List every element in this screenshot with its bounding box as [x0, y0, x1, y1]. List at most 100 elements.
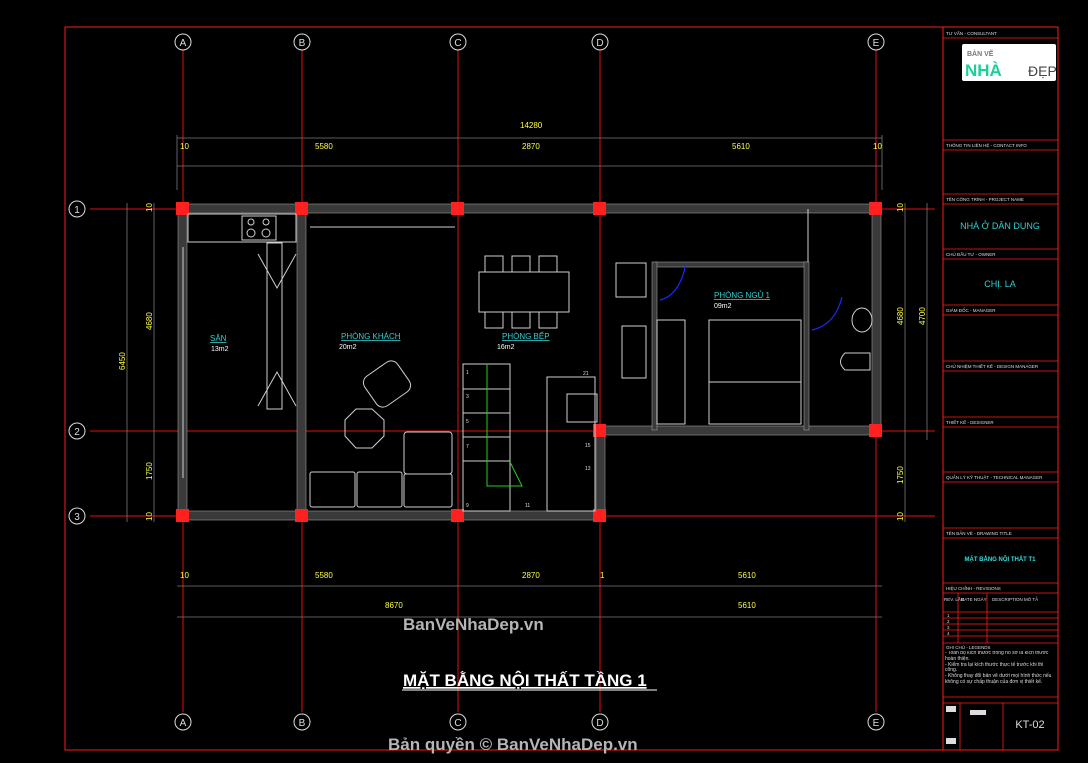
dimensions-top: 14280 10 5580 2870 5610 10	[176, 121, 882, 190]
dim-text: 2870	[522, 142, 540, 151]
dim-total: 14280	[520, 121, 543, 130]
axis-bubbles-bottom: A B C D E	[174, 713, 885, 731]
dim-text: 1750	[896, 466, 905, 484]
stair-number: 7	[466, 444, 469, 450]
door-swing	[811, 296, 843, 331]
axis-label: 1	[74, 205, 80, 216]
dim-text: 4680	[896, 307, 905, 325]
room-area: 16m2	[497, 344, 515, 351]
axis-label: C	[454, 38, 461, 49]
furniture	[182, 209, 873, 512]
owner-value: CHỊ. LA	[984, 279, 1016, 289]
dim-text: 10	[896, 203, 905, 212]
rev-row: 2	[947, 619, 950, 624]
watermark-copyright: Bản quyền © BanVeNhaDep.vn	[388, 735, 638, 754]
room-name: PHÒNG BẾP	[502, 331, 550, 341]
dim-text: 4700	[918, 307, 927, 325]
dim-text: 10	[145, 512, 154, 521]
stair-number: 13	[585, 466, 591, 472]
stair-number: 5	[466, 419, 469, 425]
legend-line: - Toàn bộ kích thước trong hồ sơ là kích…	[945, 651, 1049, 662]
room-labels: SÂN 13m2 PHÒNG KHÁCH 20m2 PHÒNG BẾP 16m2…	[210, 291, 771, 353]
legend-line: - Kiểm tra lại kích thước thực tế trước …	[945, 661, 1044, 674]
rev-row: 1	[947, 613, 950, 618]
rev-row: 3	[947, 625, 950, 630]
consultant-label: TƯ VẤN - CONSULTANT	[946, 30, 997, 36]
rev-header: DESCRIPTION MÔ TẢ	[992, 596, 1038, 602]
axis-label: B	[299, 38, 306, 49]
logo-text: BẢN VẼ	[967, 49, 994, 58]
axis-label: D	[596, 38, 603, 49]
stair-number: 3	[466, 394, 469, 400]
dim-text: 5610	[738, 601, 756, 610]
axis-label: E	[873, 38, 880, 49]
axis-bubbles-left: 1 2 3	[68, 200, 86, 525]
door-swing	[659, 262, 687, 301]
dim-text: 8670	[385, 601, 403, 610]
project-label: TÊN CÔNG TRÌNH - PROJECT NAME	[946, 195, 1024, 202]
dimensions-left: 6450 10 4680 1750 10	[118, 203, 155, 522]
owner-label: CHỦ ĐẦU TƯ - OWNER	[946, 251, 996, 257]
dim-text: 10	[896, 512, 905, 521]
stair-numbers: 1 3 5 7 9 11 13 15 21	[466, 370, 591, 509]
dim-text: 10	[873, 142, 882, 151]
logo-text: NHÀ	[965, 61, 1002, 80]
room-area: 13m2	[211, 346, 229, 353]
room-area: 09m2	[714, 303, 732, 310]
project-value: NHÀ Ở DÂN DỤNG	[960, 220, 1040, 231]
stair-number: 21	[583, 371, 589, 377]
axis-label: 3	[74, 512, 80, 523]
legend-label: GHI CHÚ - LEGENDS	[946, 644, 991, 650]
designer-label: THIẾT KẾ - DESIGNER	[946, 419, 994, 425]
dim-text: 1	[600, 571, 605, 580]
axis-label: C	[454, 718, 461, 729]
rev-row: 4	[947, 631, 950, 636]
room-name: SÂN	[210, 334, 227, 343]
axis-label: E	[873, 718, 880, 729]
watermark: BanVeNhaDep.vn	[403, 615, 544, 634]
room-name: PHÒNG NGỦ 1	[714, 291, 771, 300]
dimensions-right: 10 4680 4700 1750 10	[896, 203, 928, 522]
stair-path	[486, 364, 523, 487]
room-area: 20m2	[339, 344, 357, 351]
dim-text: 5610	[732, 142, 750, 151]
dim-text: 10	[180, 571, 189, 580]
contact-label: THÔNG TIN LIÊN HỆ - CONTACT INFO	[946, 141, 1027, 148]
stair-number: 11	[525, 503, 530, 509]
dim-text: 4680	[145, 312, 154, 330]
stair-number: 15	[585, 443, 591, 449]
title-block: TƯ VẤN - CONSULTANT BẢN VẼ NHÀ ĐẸP THÔNG…	[942, 26, 1059, 751]
room-name: PHÒNG KHÁCH	[341, 332, 401, 341]
rev-header: DATE NGÀY	[961, 596, 987, 602]
dim-text: 6450	[118, 352, 127, 370]
stair-number: 9	[466, 503, 469, 509]
walls	[177, 203, 882, 521]
legend-notes: - Toàn bộ kích thước trong hồ sơ là kích…	[945, 651, 1052, 685]
revision-label: HIỆU CHỈNH - REVISIONS	[946, 584, 1001, 591]
dim-text: 5580	[315, 142, 333, 151]
dimensions-bottom: 10 5580 2870 1 5610 8670 5610	[177, 571, 882, 618]
dim-text: 5580	[315, 571, 333, 580]
axis-label: A	[180, 38, 187, 49]
drawing-title-value: MẶT BẰNG NỘI THẤT T1	[965, 555, 1037, 563]
dim-text: 2870	[522, 571, 540, 580]
dim-text: 5610	[738, 571, 756, 580]
drawing-frame	[64, 26, 1059, 751]
logo: BẢN VẼ NHÀ ĐẸP	[962, 44, 1057, 81]
columns	[176, 202, 882, 522]
dim-text: 10	[145, 203, 154, 212]
manager-label: GIÁM ĐỐC - MANAGER	[946, 307, 996, 313]
design-manager-label: CHỦ NHIỆM THIẾT KẾ - DESIGN MANAGER	[946, 362, 1039, 369]
dim-text: 1750	[145, 462, 154, 480]
axis-label: 2	[74, 427, 80, 438]
legend-line: - Không thay đổi bản vẽ dưới mọi hình th…	[945, 673, 1052, 685]
drawing-title: MẶT BẰNG NỘI THẤT TẦNG 1	[403, 671, 647, 690]
axis-label: B	[299, 718, 306, 729]
axis-label: D	[596, 718, 603, 729]
logo-text: ĐẸP	[1028, 63, 1057, 79]
rev-header: REV. LẦN	[944, 596, 964, 602]
drawing-title-label: TÊN BẢN VẼ - DRAWING TITLE	[946, 529, 1012, 536]
axis-label: A	[180, 718, 187, 729]
axis-bubbles-top: A B C D E	[174, 33, 885, 51]
